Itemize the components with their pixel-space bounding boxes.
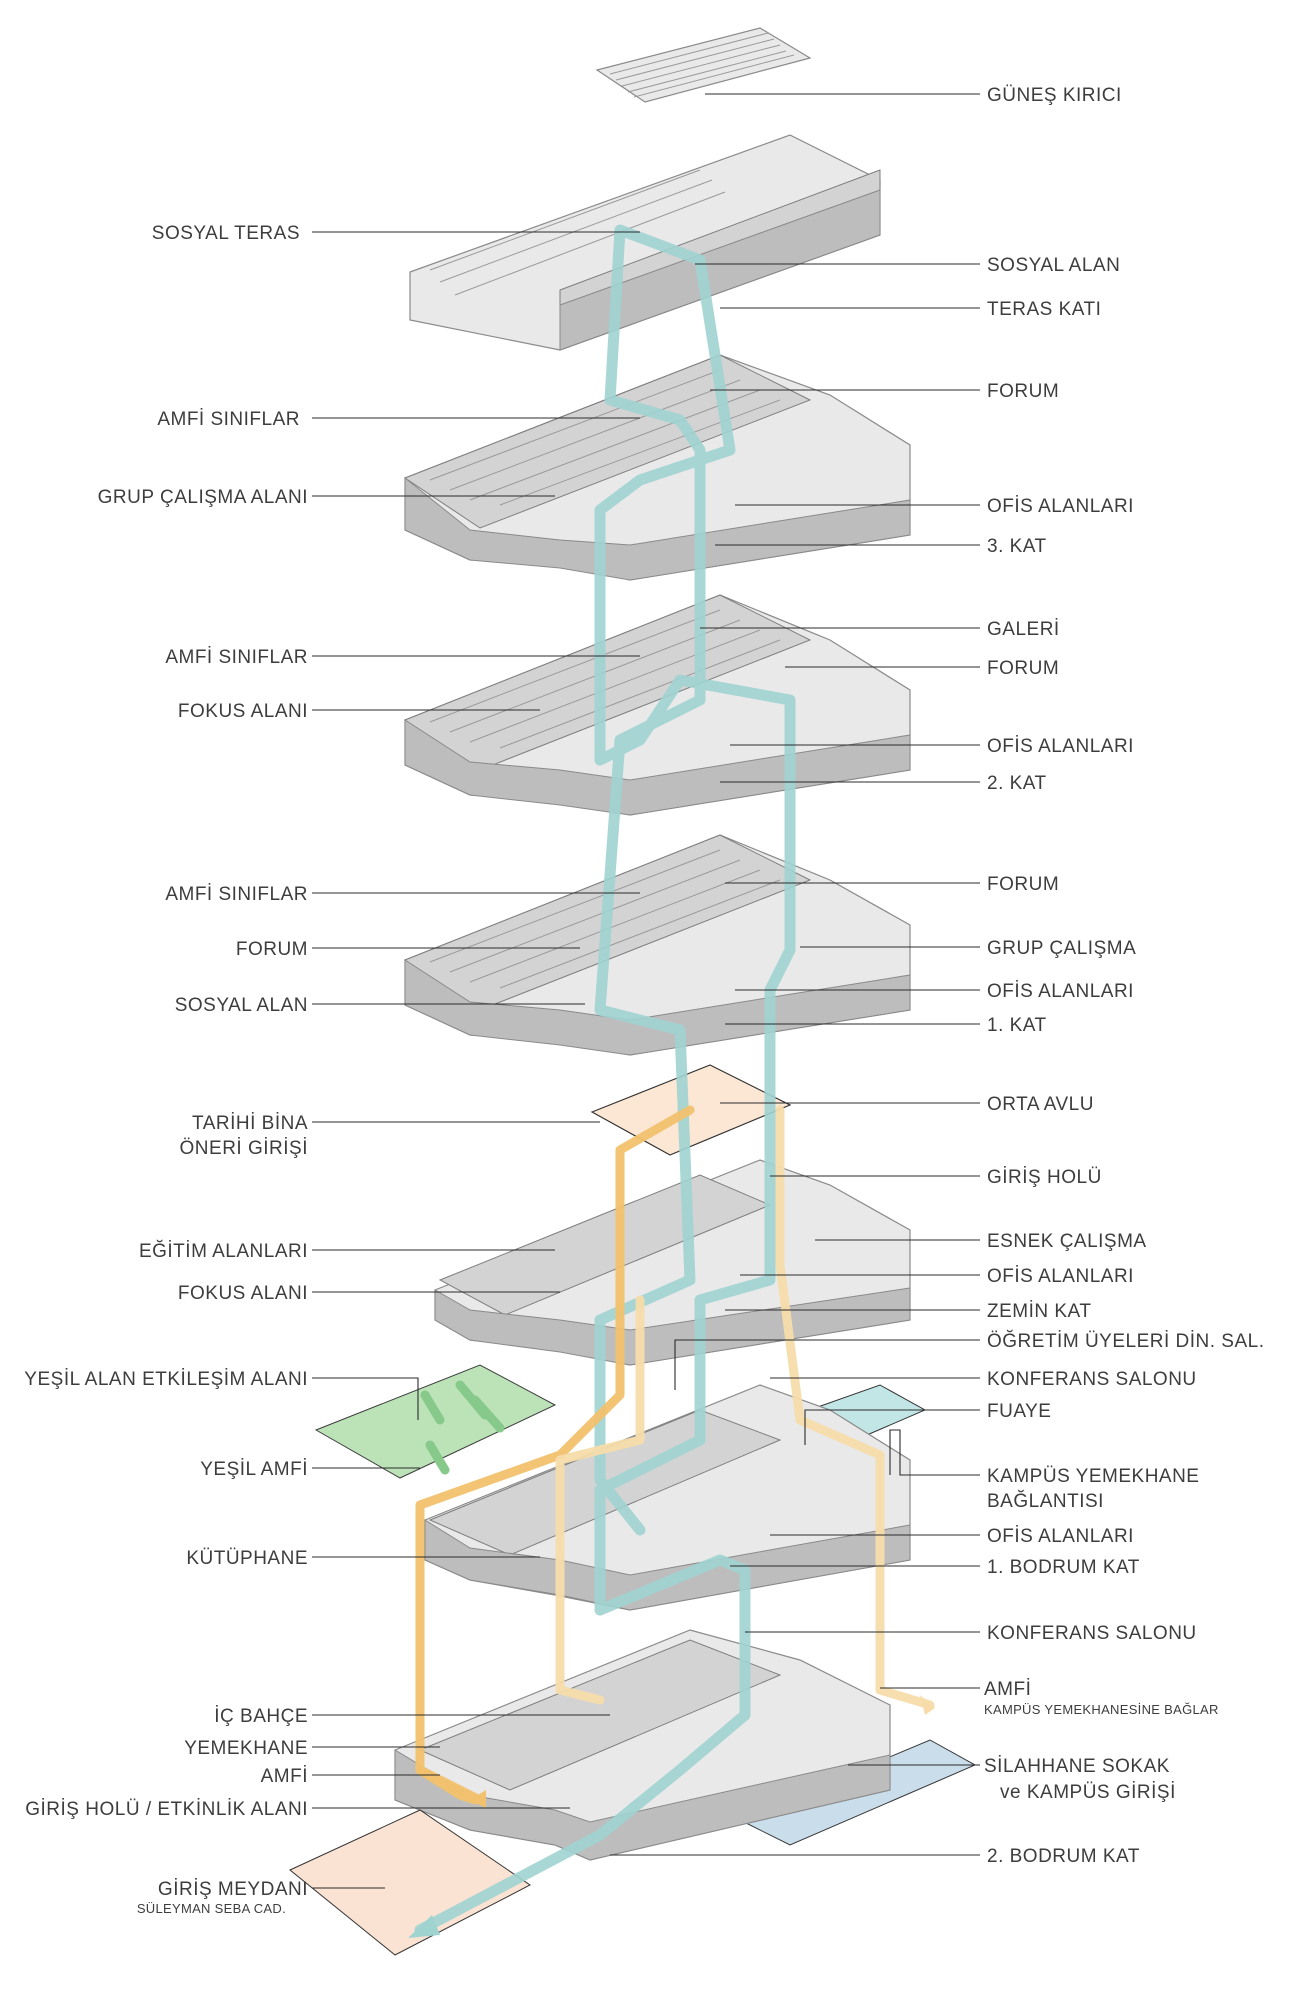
- label-ofis-alanlari-z: OFİS ALANLARI: [987, 1266, 1134, 1287]
- leader-lines: [312, 93, 980, 1889]
- left-labels: SOSYAL TERAS AMFİ SINIFLAR GRUP ÇALIŞMA …: [24, 223, 308, 1916]
- label-giris-meydani: GİRİŞ MEYDANI: [158, 1879, 308, 1900]
- sun-breaker-slab: [595, 27, 812, 103]
- label-kat-2: 2. KAT: [987, 773, 1047, 794]
- label-egitim-alanlari: EĞİTİM ALANLARI: [139, 1240, 308, 1262]
- label-forum-1: FORUM: [987, 874, 1059, 895]
- label-kutuphane: KÜTÜPHANE: [186, 1548, 308, 1569]
- label-forum-2: FORUM: [987, 658, 1059, 679]
- label-ofis-alanlari-2: OFİS ALANLARI: [987, 736, 1134, 757]
- label-giris-holu-etkinlik: GİRİŞ HOLÜ / ETKİNLİK ALANI: [25, 1799, 308, 1820]
- label-kampus-yemekhane-1: KAMPÜS YEMEKHANE: [987, 1466, 1199, 1487]
- label-konferans-b1: KONFERANS SALONU: [987, 1369, 1197, 1390]
- teal-circulation-path: [408, 224, 796, 1938]
- label-forum-1-left: FORUM: [236, 939, 308, 960]
- label-galeri: GALERİ: [987, 619, 1060, 640]
- label-bodrum-1: 1. BODRUM KAT: [987, 1557, 1140, 1578]
- label-yemekhane: YEMEKHANE: [184, 1738, 308, 1759]
- label-teras-kati: TERAS KATI: [987, 299, 1101, 320]
- label-kampus-yemekhanesine: KAMPÜS YEMEKHANESİNE BAĞLAR: [984, 1702, 1219, 1717]
- label-bodrum-2: 2. BODRUM KAT: [987, 1846, 1140, 1867]
- label-silahhane-2: ve KAMPÜS GİRİŞİ: [1000, 1782, 1176, 1803]
- label-kampus-yemekhane-2: BAĞLANTISI: [987, 1490, 1104, 1512]
- label-giris-holu: GİRİŞ HOLÜ: [987, 1167, 1102, 1188]
- label-ofis-alanlari-b1: OFİS ALANLARI: [987, 1526, 1134, 1547]
- label-fuaye: FUAYE: [987, 1401, 1051, 1422]
- right-labels: GÜNEŞ KIRICI SOSYAL ALAN TERAS KATI FORU…: [984, 85, 1265, 1867]
- label-yesil-alan: YEŞİL ALAN ETKİLEŞİM ALANI: [24, 1369, 308, 1390]
- label-kat-3: 3. KAT: [987, 536, 1047, 557]
- ground-floor-slab: [434, 1159, 911, 1366]
- green-amphitheater-marks: [420, 1380, 505, 1475]
- label-sosyal-alan-1: SOSYAL ALAN: [175, 995, 308, 1016]
- label-tarihi-bina-1: TARİHİ BİNA: [192, 1113, 308, 1134]
- label-gunes-kirici: GÜNEŞ KIRICI: [987, 85, 1122, 106]
- label-konferans-b2: KONFERANS SALONU: [987, 1623, 1197, 1644]
- label-sosyal-teras: SOSYAL TERAS: [152, 223, 300, 244]
- label-ic-bahce: İÇ BAHÇE: [214, 1706, 308, 1727]
- label-ogretim-uyeleri: ÖĞRETİM ÜYELERİ DİN. SAL.: [987, 1330, 1265, 1352]
- label-forum-3: FORUM: [987, 381, 1059, 402]
- orange-circulation-path: [415, 1105, 695, 1808]
- label-suleyman-seba: SÜLEYMAN SEBA CAD.: [137, 1901, 286, 1916]
- green-interaction-area: [314, 1364, 557, 1479]
- floor-3-slab: [403, 354, 911, 581]
- label-silahhane-1: SİLAHHANE SOKAK: [984, 1756, 1170, 1777]
- label-fokus-alani-2: FOKUS ALANI: [178, 701, 308, 722]
- label-fokus-alani-z: FOKUS ALANI: [178, 1283, 308, 1304]
- label-yesil-amfi: YEŞİL AMFİ: [200, 1459, 308, 1480]
- entrance-plaza: [289, 1809, 531, 1956]
- label-sosyal-alan-terrace: SOSYAL ALAN: [987, 255, 1120, 276]
- label-zemin-kat: ZEMİN KAT: [987, 1301, 1091, 1322]
- label-amfi-siniflar-1: AMFİ SINIFLAR: [165, 884, 308, 905]
- label-ofis-alanlari-3: OFİS ALANLARI: [987, 496, 1134, 517]
- label-orta-avlu: ORTA AVLU: [987, 1094, 1094, 1115]
- label-amfi-right: AMFİ: [984, 1679, 1031, 1700]
- label-ofis-alanlari-1: OFİS ALANLARI: [987, 981, 1134, 1002]
- label-kat-1: 1. KAT: [987, 1015, 1047, 1036]
- label-grup-calisma-1: GRUP ÇALIŞMA: [987, 938, 1136, 959]
- label-amfi-siniflar-2: AMFİ SINIFLAR: [165, 647, 308, 668]
- light-orange-circulation-path: [555, 1105, 935, 1715]
- label-esnek-calisma: ESNEK ÇALIŞMA: [987, 1231, 1147, 1252]
- label-amfi-b2: AMFİ: [261, 1766, 308, 1787]
- label-amfi-siniflar-3: AMFİ SINIFLAR: [157, 409, 300, 430]
- label-tarihi-bina-2: ÖNERİ GİRİŞİ: [180, 1138, 308, 1159]
- label-grup-calisma-alani: GRUP ÇALIŞMA ALANI: [98, 487, 308, 508]
